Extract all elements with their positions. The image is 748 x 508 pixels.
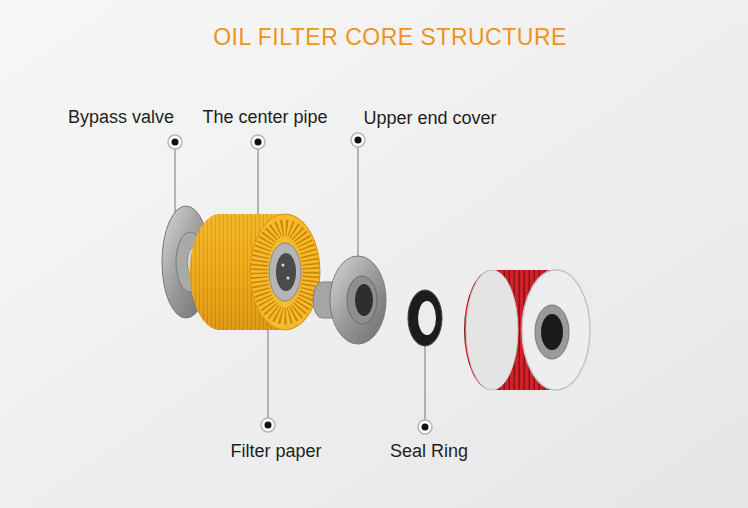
part-label: The center pipe <box>202 107 327 128</box>
part-label: Filter paper <box>230 441 321 462</box>
leader-dot <box>255 139 262 146</box>
part-label: Bypass valve <box>68 107 174 128</box>
filter-front-cap <box>522 270 590 390</box>
diagram-title: OIL FILTER CORE STRUCTURE <box>180 24 600 51</box>
filter-paper-face <box>250 214 320 330</box>
center-pipe-perforation <box>282 264 285 267</box>
filter-body <box>464 270 590 390</box>
filter-paper-shade <box>190 214 320 330</box>
leader-marker <box>261 418 275 432</box>
seal-ring <box>408 290 442 346</box>
center-pipe-perforation <box>287 277 290 280</box>
leader-line <box>424 342 425 420</box>
center-pipe-end <box>269 243 301 301</box>
leader-marker <box>418 420 432 434</box>
leader-dot <box>422 424 429 431</box>
end-cover-rim <box>347 276 377 324</box>
leader-dot <box>355 137 362 144</box>
filter-front-hole <box>541 314 563 350</box>
center-pipe-hole <box>276 253 296 291</box>
leader-dot <box>265 422 272 429</box>
seal-ring-hole <box>418 301 436 335</box>
leader-line <box>267 318 268 418</box>
part-label: Seal Ring <box>390 441 468 462</box>
filter-paper-body <box>190 214 320 330</box>
part-label: Upper end cover <box>363 108 496 129</box>
leader-marker <box>351 133 365 147</box>
end-cover-disc <box>330 256 386 344</box>
filter-paper-pleats <box>259 228 311 316</box>
leader-marker <box>168 135 182 149</box>
leader-dot <box>172 139 179 146</box>
end-cover-hole <box>355 284 373 316</box>
leader-marker <box>251 135 265 149</box>
leader-line <box>357 147 358 268</box>
filter-end-cap <box>466 270 518 390</box>
filter-front-rim <box>535 305 569 359</box>
